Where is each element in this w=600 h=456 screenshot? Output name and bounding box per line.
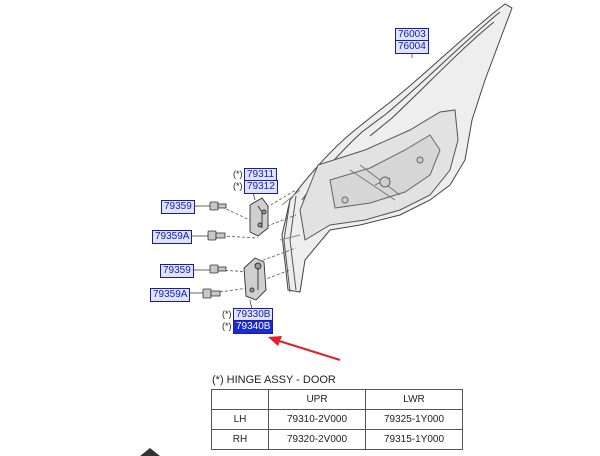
alignment-lines	[219, 189, 297, 293]
star-marker-79340b: (*)	[222, 321, 232, 331]
callout-79359a-lower[interactable]: 79359A	[150, 288, 191, 302]
door-panel	[279, 3, 513, 293]
bolt-lower-79359	[209, 264, 227, 274]
star-marker-79311: (*)	[233, 169, 243, 179]
table-cell-upr[interactable]: 79320-2V000	[268, 429, 366, 450]
table-header-cell	[211, 389, 269, 410]
bolt-upper-79359	[209, 201, 227, 211]
bolt-upper-79359a	[207, 230, 226, 241]
hinge-part-table: UPR LWR LH 79310-2V000 79325-1Y000 RH 79…	[211, 389, 463, 450]
table-cell-upr[interactable]: 79310-2V000	[268, 409, 366, 430]
table-cell-lwr[interactable]: 79325-1Y000	[365, 409, 463, 430]
table-header-cell: LWR	[365, 389, 463, 410]
table-row: LH 79310-2V000 79325-1Y000	[211, 409, 463, 430]
callout-79359-upper[interactable]: 79359	[161, 200, 195, 214]
star-marker-79330b: (*)	[222, 309, 232, 319]
table-header-row: UPR LWR	[211, 389, 463, 410]
callout-79359a-upper[interactable]: 79359A	[152, 230, 193, 244]
hinge-upper	[249, 197, 269, 237]
table-cell-side: RH	[211, 429, 269, 450]
table-cell-side: LH	[211, 409, 269, 430]
red-arrow	[268, 336, 341, 361]
table-header-cell: UPR	[268, 389, 366, 410]
table-row: RH 79320-2V000 79315-1Y000	[211, 429, 463, 450]
callout-76004[interactable]: 76004	[395, 40, 429, 54]
callout-79340b[interactable]: 79340B	[233, 320, 274, 334]
legend-title: (*) HINGE ASSY - DOOR	[212, 374, 336, 386]
callout-79312[interactable]: 79312	[244, 180, 278, 194]
callout-79359-lower[interactable]: 79359	[160, 264, 194, 278]
table-cell-lwr[interactable]: 79315-1Y000	[365, 429, 463, 450]
hinge-lower	[243, 257, 267, 301]
bolt-lower-79359a	[202, 288, 221, 299]
partial-icon	[140, 448, 160, 456]
star-marker-79312: (*)	[233, 181, 243, 191]
